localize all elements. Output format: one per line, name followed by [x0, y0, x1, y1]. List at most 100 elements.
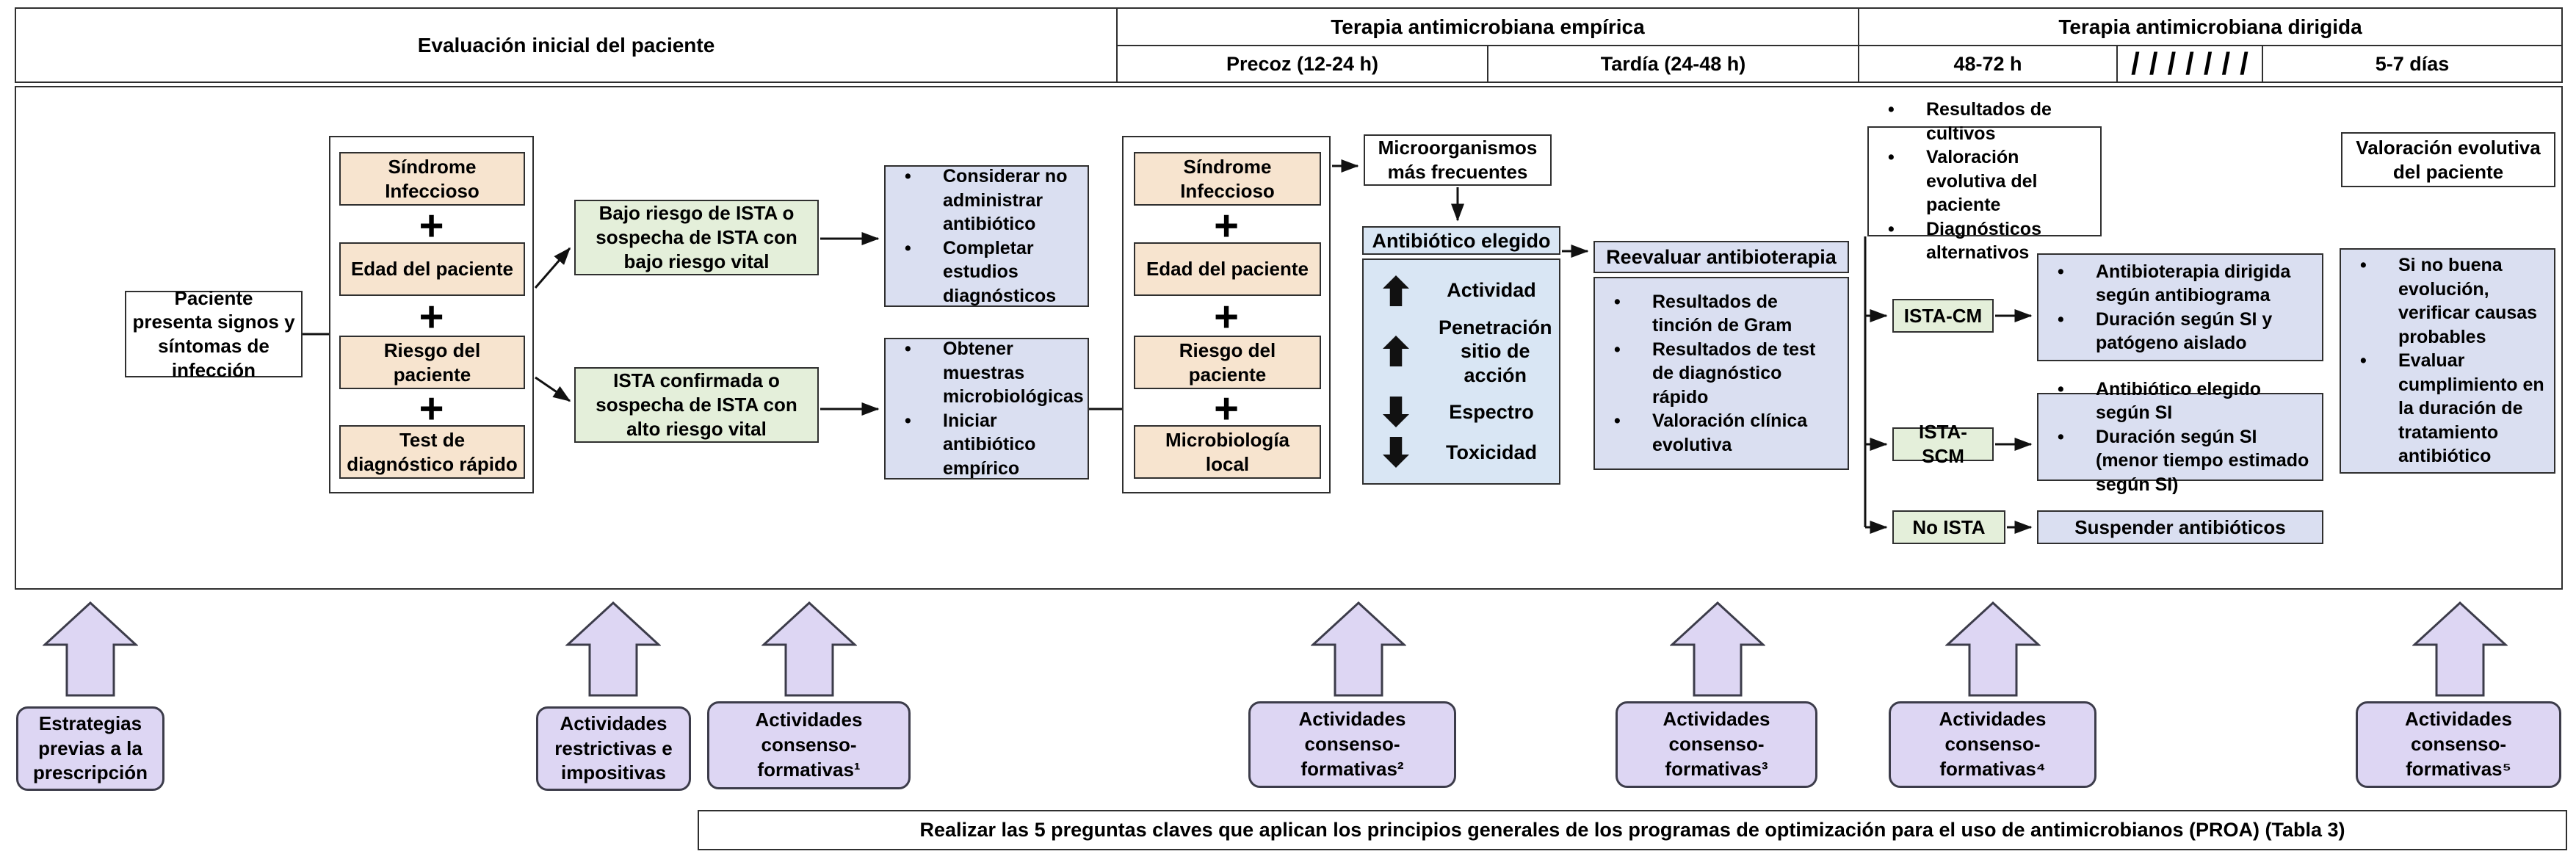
criteria1-riesgo-box: Riesgo del paciente — [339, 336, 525, 389]
down-arrow-icon — [1383, 397, 1409, 428]
strategy-label: Actividades restrictivas e impositivas — [554, 712, 673, 784]
antibiotic-chosen-header: Antibiótico elegido — [1362, 226, 1560, 255]
high-risk-label: ISTA confirmada o sospecha de ISTA con a… — [596, 369, 797, 440]
reevaluate-items-box: Resultados de tinción de Gram Resultados… — [1593, 277, 1849, 470]
list-item: Resultados de test de diagnóstico rápido — [1608, 338, 1839, 410]
strategy-box-restrictivas: Actividades restrictivas e impositivas — [536, 706, 691, 791]
strategy-box-previas: Estrategias previas a la prescripción — [16, 706, 164, 791]
strategy-box-consenso-1: Actividades consenso-formativas¹ — [707, 701, 911, 789]
strategy-box-consenso-3: Actividades consenso-formativas³ — [1616, 701, 1817, 788]
criteria2-edad-label: Edad del paciente — [1146, 258, 1309, 281]
evolution-action: Si no buena evolución, verificar causas … — [2398, 255, 2538, 347]
factor-label: Penetración sitio de acción — [1439, 316, 1552, 386]
directed-inputs-box: Resultados de cultivos Valoración evolut… — [1867, 99, 2102, 263]
reevaluate-title: Reevaluar antibioterapia — [1606, 246, 1837, 268]
list-item: Obtener muestras microbiológicas — [899, 337, 1084, 409]
plus-icon: + — [1214, 385, 1239, 433]
header-48-72h: 48-72 h — [1858, 45, 2118, 83]
plus-icon: + — [419, 385, 444, 433]
strategy-label: Actividades consenso-formativas¹ — [755, 709, 863, 781]
strategy-label: Actividades consenso-formativas⁴ — [1939, 708, 2047, 780]
strategy-box-consenso-2: Actividades consenso-formativas² — [1248, 701, 1456, 788]
strategy-up-arrow — [565, 601, 662, 701]
header-5-7-dias: 5-7 días — [2262, 45, 2563, 83]
criteria1-test-label: Test de diagnóstico rápido — [347, 428, 518, 475]
branch-no-ista-label: No ISTA — [1912, 515, 1986, 538]
branch-action: Antibioterapia dirigida según antibiogra… — [2096, 261, 2291, 306]
criteria1-test-box: Test de diagnóstico rápido — [339, 425, 525, 479]
patient-signs-box: Paciente presenta signos y síntomas de i… — [125, 287, 303, 381]
strategy-up-arrow — [1669, 601, 1766, 701]
strategy-label: Actividades consenso-formativas² — [1298, 708, 1406, 780]
list-item: Diagnósticos alternativos — [1882, 217, 2091, 265]
action-label: Considerar no administrar antibiótico — [943, 166, 1068, 234]
action-label: Completar estudios diagnósticos — [943, 237, 1057, 306]
plus-icon: + — [1214, 293, 1239, 341]
evolution-label: Valoración evolutiva del paciente — [2356, 136, 2541, 183]
header-precoz: Precoz (12-24 h) — [1116, 45, 1488, 83]
reevaluate-item: Resultados de test de diagnóstico rápido — [1652, 339, 1816, 408]
plus-icon: + — [1214, 202, 1239, 250]
criteria1-edad-box: Edad del paciente — [339, 242, 525, 296]
low-risk-actions-box: Considerar no administrar antibiótico Co… — [884, 165, 1089, 307]
strategy-label: Actividades consenso-formativas⁵ — [2405, 708, 2512, 780]
header-precoz-label: Precoz (12-24 h) — [1226, 52, 1379, 75]
suspend-antibiotics-label: Suspender antibióticos — [2074, 515, 2286, 538]
action-label: Iniciar antibiótico empírico — [943, 410, 1036, 479]
header-tardia: Tardía (24-48 h) — [1487, 45, 1859, 83]
strategy-box-consenso-4: Actividades consenso-formativas⁴ — [1889, 701, 2096, 788]
initial-criteria-container: Síndrome Infeccioso + Edad del paciente … — [329, 136, 534, 493]
header-empiric-therapy: Terapia antimicrobiana empírica — [1116, 7, 1859, 46]
directed-input: Valoración evolutiva del paciente — [1926, 147, 2038, 216]
header-directed-therapy: Terapia antimicrobiana dirigida — [1858, 7, 2563, 46]
plus-icon: + — [419, 293, 444, 341]
factor-label: Toxicidad — [1445, 441, 1538, 464]
proa-banner-label: Realizar las 5 preguntas claves que apli… — [919, 819, 2345, 841]
empiric-criteria-container: Síndrome Infeccioso + Edad del paciente … — [1122, 136, 1331, 493]
branch-ista-scm-box: ISTA-SCM — [1892, 421, 1994, 467]
low-risk-box: Bajo riesgo de ISTA o sospecha de ISTA c… — [574, 200, 819, 275]
evolution-box: Valoración evolutiva del paciente — [2341, 132, 2555, 187]
strategy-up-arrow — [2412, 601, 2508, 701]
criteria1-riesgo-label: Riesgo del paciente — [383, 339, 481, 386]
low-risk-label: Bajo riesgo de ISTA o sospecha de ISTA c… — [596, 202, 797, 272]
strategy-up-arrow — [1944, 601, 2041, 701]
list-item: Evaluar cumplimiento en la duración de t… — [2354, 349, 2545, 468]
list-item: Duración según SI (menor tiempo estimado… — [2052, 425, 2313, 497]
header-tardia-label: Tardía (24-48 h) — [1600, 52, 1746, 75]
strategy-label: Actividades consenso-formativas³ — [1663, 708, 1770, 780]
header-5-7-dias-label: 5-7 días — [2375, 52, 2450, 75]
strategy-up-arrow — [761, 601, 858, 701]
antibiotic-chosen-title: Antibiótico elegido — [1372, 229, 1551, 252]
criteria1-sindrome-box: Síndrome Infeccioso — [339, 152, 525, 206]
criteria2-microbiologia-box: Microbiología local — [1134, 425, 1321, 479]
strategy-up-arrow — [1310, 601, 1407, 701]
criteria2-riesgo-box: Riesgo del paciente — [1134, 336, 1321, 389]
strategy-up-arrow — [42, 601, 139, 701]
list-item: Completar estudios diagnósticos — [899, 236, 1079, 308]
branch-action: Duración según SI (menor tiempo estimado… — [2096, 426, 2309, 495]
header-directed-therapy-label: Terapia antimicrobiana dirigida — [2058, 15, 2362, 38]
up-arrow-icon — [1383, 275, 1409, 306]
list-item: Antibiótico elegido según SI — [2052, 377, 2313, 425]
action-label: Obtener muestras microbiológicas — [943, 339, 1084, 407]
list-item: Resultados de cultivos — [1882, 98, 2091, 145]
evolution-actions-box: Si no buena evolución, verificar causas … — [2340, 248, 2555, 474]
microorganisms-box: Microorganismos más frecuentes — [1364, 134, 1552, 186]
list-item: Si no buena evolución, verificar causas … — [2354, 253, 2545, 349]
hatch-marks: /////// — [2131, 46, 2258, 81]
factor-label: Espectro — [1449, 400, 1534, 423]
antibiotic-factors-box: Actividad Penetración sitio de acción Es… — [1362, 258, 1560, 485]
up-arrow-icon — [1383, 336, 1409, 367]
factor-row: Actividad — [1364, 275, 1559, 306]
criteria2-sindrome-box: Síndrome Infeccioso — [1134, 152, 1321, 206]
branch-ista-scm-label: ISTA-SCM — [1919, 421, 1967, 467]
factor-label: Actividad — [1447, 279, 1536, 302]
list-item: Resultados de tinción de Gram — [1608, 290, 1839, 338]
criteria1-edad-label: Edad del paciente — [350, 258, 514, 281]
plus-icon: + — [419, 202, 444, 250]
evolution-action: Evaluar cumplimiento en la duración de t… — [2398, 350, 2544, 467]
branch-action: Antibiótico elegido según SI — [2096, 378, 2261, 424]
high-risk-box: ISTA confirmada o sospecha de ISTA con a… — [574, 367, 819, 443]
